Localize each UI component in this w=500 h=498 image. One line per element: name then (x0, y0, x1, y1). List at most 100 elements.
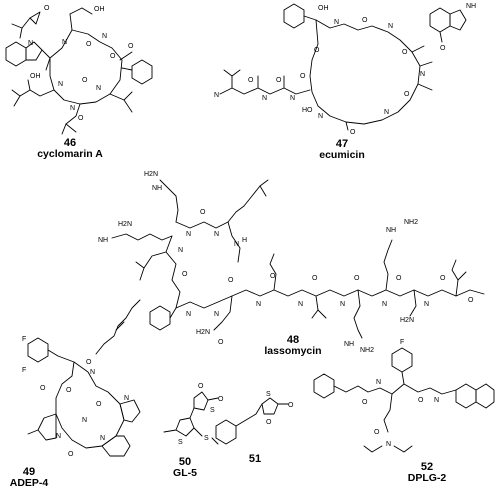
atom-o-48c: O (228, 277, 234, 284)
atom-o-49b: O (40, 385, 46, 392)
atom-epoxide-o: O (44, 5, 50, 12)
atom-n-48d: N (186, 311, 191, 318)
structure-lassomycin: H2N NH H2N NH N N O N O N H N N O N O N (98, 171, 485, 354)
atom-n-49a: N (90, 369, 95, 376)
atom-o-47c: O (404, 91, 410, 98)
atom-o-46a: O (86, 41, 92, 48)
atom-o-49a: O (86, 359, 92, 366)
structure-51: S O O (215, 391, 294, 445)
atom-n-47b: N (388, 23, 393, 30)
atom-s-51: S (266, 391, 271, 398)
atom-ome-48: O (468, 297, 474, 304)
atom-n-47d: N (384, 109, 389, 116)
atom-n-47c: N (420, 71, 425, 78)
compound-label-51: 51 (240, 453, 270, 465)
atom-o-48a: O (200, 209, 206, 216)
atom-nme2-47: N (214, 92, 219, 99)
atom-o-48g: O (396, 275, 402, 282)
compound-label-47: 47 ecumicin (312, 138, 372, 162)
atom-o-47f: O (314, 47, 320, 54)
atom-n-46c: N (58, 81, 63, 88)
atom-h2n-48b: H2N (118, 221, 132, 228)
compound-number: 47 (335, 138, 349, 150)
atom-n-48b: N (214, 231, 219, 238)
compound-name: cyclomarin A (37, 148, 103, 161)
atom-o-48e: O (312, 275, 318, 282)
atom-o-46c: O (82, 77, 88, 84)
compound-number: 49 (22, 466, 36, 478)
atom-o-50b: O (218, 396, 224, 403)
compound-name: DPLG-2 (407, 472, 447, 485)
atom-oh-top-46: OH (94, 6, 105, 13)
atom-s-50c: S (204, 435, 209, 442)
atom-o-46d: O (78, 115, 84, 122)
atom-nh-47: NH (466, 3, 476, 10)
atom-h2n-48c: H2N (196, 329, 210, 336)
atom-n-46a: N (62, 39, 67, 46)
atom-n-48h: N (340, 301, 345, 308)
compound-label-46: 46 cyclomarin A (30, 137, 110, 161)
atom-o-48f: O (354, 275, 360, 282)
atom-indole-n: N (28, 40, 33, 47)
atom-o-49e: O (68, 451, 74, 458)
atom-nh-48d: NH (386, 227, 396, 234)
atom-n-47f: N (262, 95, 267, 102)
atom-o-51b: O (288, 402, 294, 409)
compound-name: ecumicin (319, 149, 365, 162)
atom-o-48i: O (218, 339, 224, 346)
atom-ome-47: O (440, 45, 446, 52)
atom-n-46b: N (102, 33, 107, 40)
compound-number: 50 (178, 456, 192, 468)
compound-name: GL-5 (173, 467, 197, 480)
atom-s-50a: S (210, 407, 215, 414)
atom-n-48i: N (382, 301, 387, 308)
structure-gl-5: O S O S S (163, 383, 224, 446)
atom-n-46d: N (96, 85, 101, 92)
atom-n-52c: N (386, 441, 391, 448)
compound-label-50: 50 GL-5 (165, 456, 205, 480)
atom-nh2-48a: NH2 (404, 219, 418, 226)
atom-nh-48a: NH (152, 185, 162, 192)
atom-n-47e: N (318, 113, 323, 120)
atom-n-48j: N (424, 301, 429, 308)
compound-label-52: 52 DPLG-2 (402, 461, 452, 485)
atom-f-52: F (400, 339, 404, 346)
atom-o-52c: O (374, 429, 380, 436)
atom-f-49b: F (22, 367, 26, 374)
atom-n-48f: N (256, 301, 261, 308)
atom-n-48a: N (186, 231, 191, 238)
atom-n-48e: N (214, 311, 219, 318)
atom-n-48g: N (298, 301, 303, 308)
atom-o-46b: O (110, 53, 116, 60)
atom-n-52b: N (434, 397, 439, 404)
compound-name: lassomycin (264, 345, 322, 358)
atom-methoxy-46: O (128, 43, 134, 50)
atom-o-48d: O (270, 273, 276, 280)
atom-o-47a: O (362, 17, 368, 24)
compound-label-49: 49 ADEP-4 (4, 466, 54, 490)
atom-ho-47: HO (302, 107, 313, 114)
atom-o-52a: O (362, 399, 368, 406)
structure-cyclomarin-a: O N OH OH N O N O N O N N O O (5, 5, 153, 135)
compound-number: 51 (248, 453, 262, 465)
compound-number: 52 (420, 461, 434, 473)
compound-number: 46 (63, 137, 77, 149)
atom-o-49c: O (66, 387, 72, 394)
atom-o-47d: O (350, 129, 356, 136)
atom-n-49c: N (82, 417, 87, 424)
atom-o-47b: O (402, 49, 408, 56)
atom-n-47a: N (334, 19, 339, 26)
atom-oh-46: OH (30, 73, 41, 80)
atom-nh-48b: NH (98, 237, 108, 244)
compound-name: ADEP-4 (9, 477, 49, 490)
atom-o-52b: O (418, 397, 424, 404)
atom-o-50a: O (198, 383, 204, 390)
atom-n-52a: N (376, 379, 381, 386)
atom-oh-47: OH (318, 5, 329, 12)
atom-n-49d: N (56, 433, 61, 440)
structure-ecumicin: OH NH O N O N O N O N O N HO O O N N N O… (214, 3, 476, 136)
compound-number: 48 (286, 334, 300, 346)
compound-label-48: 48 lassomycin (258, 334, 328, 358)
atom-o-49d: O (96, 401, 102, 408)
atom-n-47g: N (290, 95, 295, 102)
